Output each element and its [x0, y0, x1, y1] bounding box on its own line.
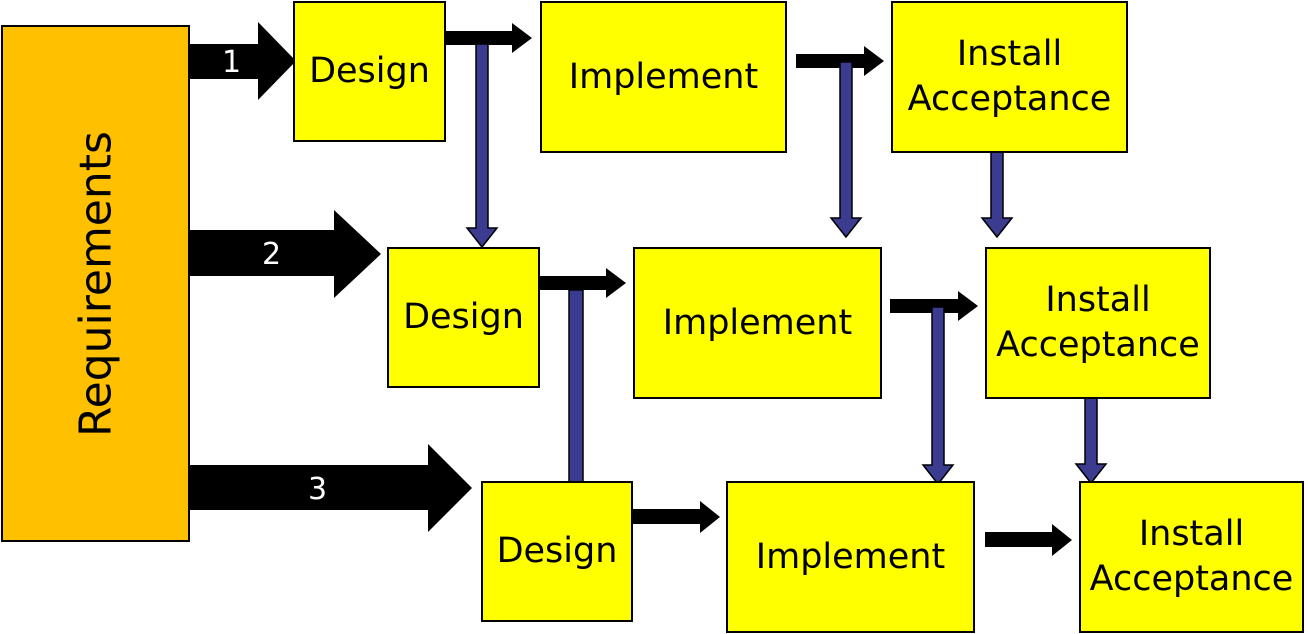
increment-number-2: 2 — [262, 237, 282, 272]
design-box-2: Design — [387, 247, 540, 388]
implement-box-2: Implement — [633, 247, 882, 399]
install-label-1: Install — [956, 34, 1063, 74]
requirements-box: Requirements — [1, 25, 190, 542]
design-box-3: Design — [481, 481, 633, 622]
handoff-arrow-design1-to-design2 — [465, 43, 499, 249]
implement-box-1: Implement — [540, 1, 787, 153]
implement-label-2: Implement — [662, 302, 853, 343]
design-label-3: Design — [496, 531, 618, 571]
handoff-arrow-implement1-to-implement2 — [829, 61, 863, 239]
handoff-arrow-install1-to-install2 — [980, 151, 1014, 239]
design-label-1: Design — [309, 51, 430, 91]
req-arrow-3 — [190, 444, 472, 532]
requirements-label: Requirements — [70, 130, 121, 437]
handoff-arrow-install2-to-install3 — [1074, 397, 1108, 485]
increment-number-1: 1 — [222, 45, 242, 80]
install-acceptance-box-1: Install Acceptance — [891, 1, 1128, 153]
increment-number-3: 3 — [308, 472, 328, 507]
flow-arrow-design3-to-implement3 — [633, 501, 720, 533]
implement-label-3: Implement — [755, 536, 946, 577]
implement-label-1: Implement — [568, 56, 759, 97]
handoff-connector-design2-to-design3 — [568, 289, 584, 483]
flow-arrow-design1-to-implement1 — [446, 23, 532, 53]
acceptance-label-2: Acceptance — [996, 325, 1200, 365]
flow-arrow-implement2-to-install2 — [890, 291, 978, 321]
flow-arrow-implement3-to-install3 — [985, 524, 1072, 556]
design-label-2: Design — [403, 297, 524, 337]
implement-box-3: Implement — [726, 481, 975, 633]
handoff-arrow-implement2-to-implement3 — [921, 306, 955, 486]
flow-arrow-implement1-to-install1 — [796, 46, 884, 76]
install-label-3: Install — [1138, 514, 1245, 554]
install-acceptance-box-3: Install Acceptance — [1079, 481, 1304, 633]
acceptance-label-3: Acceptance — [1089, 559, 1294, 599]
install-label-2: Install — [1045, 280, 1151, 320]
req-arrow-2 — [190, 210, 381, 298]
acceptance-label-1: Acceptance — [907, 79, 1112, 119]
req-arrow-1 — [190, 22, 296, 100]
install-acceptance-box-2: Install Acceptance — [985, 247, 1211, 399]
flow-arrow-design2-to-implement2 — [540, 268, 626, 298]
design-box-1: Design — [293, 1, 446, 142]
